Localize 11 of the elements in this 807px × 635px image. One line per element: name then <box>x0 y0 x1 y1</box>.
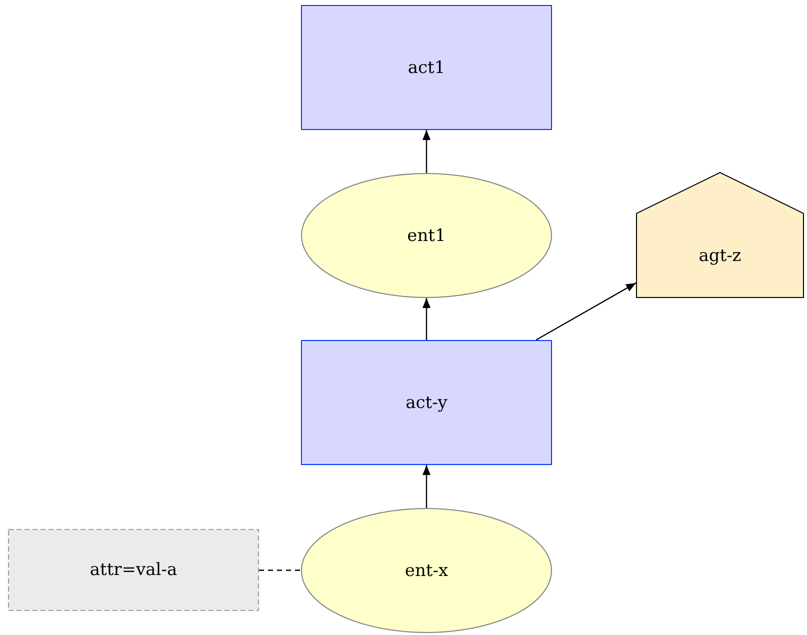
node-label: ent-x <box>404 560 450 582</box>
node-label: agt-z <box>698 245 742 268</box>
node-label: attr=val-a <box>88 559 178 581</box>
arrow <box>422 298 430 340</box>
arrow <box>422 130 430 173</box>
arrow <box>536 282 636 341</box>
node-label: ent1 <box>406 224 447 246</box>
connector-line <box>259 570 301 571</box>
node-label: act1 <box>406 56 446 78</box>
arrow <box>422 465 430 508</box>
node-label: act-y <box>404 392 448 414</box>
